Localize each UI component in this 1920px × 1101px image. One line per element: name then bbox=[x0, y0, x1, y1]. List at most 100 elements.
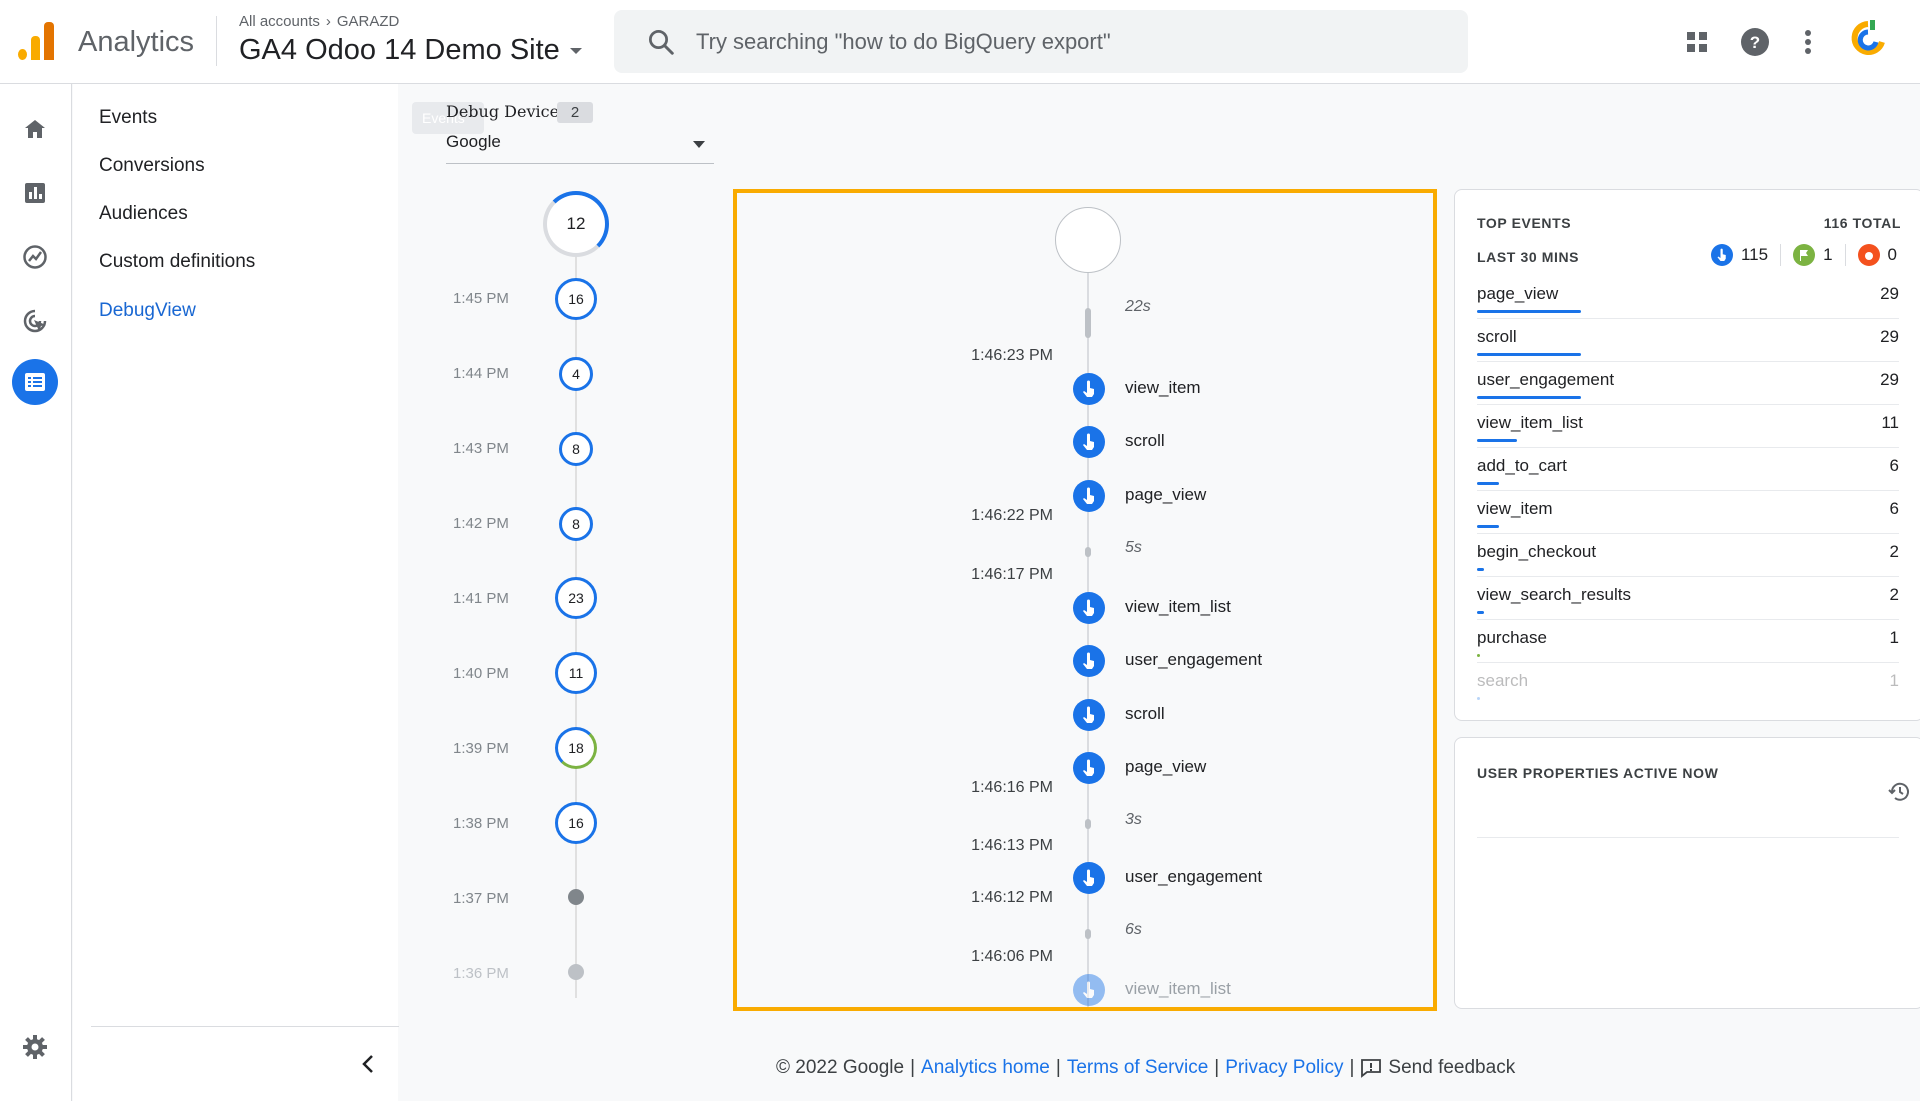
search-bar[interactable] bbox=[614, 10, 1468, 73]
terms-link[interactable]: Terms of Service bbox=[1066, 1057, 1209, 1078]
search-input[interactable] bbox=[696, 28, 1416, 55]
event-name[interactable]: view_item_list bbox=[1125, 979, 1231, 998]
apps-grid-icon[interactable] bbox=[1679, 24, 1715, 60]
top-event-share-bar bbox=[1477, 525, 1499, 528]
event-name[interactable]: view_item_list bbox=[1125, 597, 1231, 616]
minute-time: 1:43 PM bbox=[453, 440, 509, 457]
gap-marker bbox=[1085, 547, 1091, 557]
breadcrumb[interactable]: All accounts › GARAZD bbox=[239, 13, 399, 30]
rail-reports[interactable] bbox=[12, 170, 58, 216]
minute-empty-dot[interactable] bbox=[568, 964, 584, 980]
privacy-link[interactable]: Privacy Policy bbox=[1225, 1057, 1344, 1078]
top-event-count: 6 bbox=[1889, 499, 1899, 518]
subnav-item-conversions[interactable]: Conversions bbox=[99, 155, 205, 176]
top-event-name: scroll bbox=[1477, 327, 1517, 346]
subnav-item-debugview[interactable]: DebugView bbox=[99, 300, 196, 321]
caret-down-icon bbox=[693, 141, 705, 148]
search-icon bbox=[649, 29, 674, 55]
collapse-nav-button[interactable] bbox=[353, 1049, 383, 1079]
event-name[interactable]: user_engagement bbox=[1125, 867, 1263, 886]
top-event-name: page_view bbox=[1477, 284, 1559, 303]
more-vert-icon[interactable] bbox=[1790, 24, 1826, 60]
subnav-divider bbox=[91, 1026, 399, 1027]
gap-duration: 5s bbox=[1125, 539, 1142, 556]
event-timestamp: 1:46:13 PM bbox=[971, 837, 1053, 854]
subnav-item-custom-definitions[interactable]: Custom definitions bbox=[99, 251, 256, 272]
event-icon[interactable] bbox=[1073, 974, 1105, 1006]
debug-device-select[interactable]: Google bbox=[446, 132, 714, 164]
top-event-name: view_item_list bbox=[1477, 413, 1583, 432]
minute-bubble[interactable]: 4 bbox=[559, 357, 593, 391]
error-bug-icon bbox=[1857, 244, 1880, 266]
minute-bubble[interactable]: 16 bbox=[555, 802, 597, 844]
event-name[interactable]: page_view bbox=[1125, 485, 1207, 504]
app-name: Analytics bbox=[78, 26, 195, 58]
property-name: GA4 Odoo 14 Demo Site bbox=[239, 34, 560, 66]
event-name[interactable]: user_engagement bbox=[1125, 650, 1263, 669]
rail-home[interactable] bbox=[12, 106, 58, 152]
event-icon[interactable] bbox=[1073, 645, 1105, 677]
analytics-home-link[interactable]: Analytics home bbox=[921, 1057, 1050, 1078]
event-icon[interactable] bbox=[1073, 480, 1105, 512]
seconds-timeline-line bbox=[1087, 268, 1089, 1007]
rail-admin[interactable] bbox=[12, 1024, 58, 1070]
account-avatar[interactable] bbox=[1848, 20, 1888, 60]
top-event-row[interactable]: scroll 29 bbox=[1477, 319, 1899, 362]
minute-bubble[interactable]: 11 bbox=[555, 652, 597, 694]
rail-explore[interactable] bbox=[12, 234, 58, 280]
current-minute-bubble[interactable]: 12 bbox=[543, 191, 609, 257]
gap-marker bbox=[1085, 819, 1091, 829]
send-feedback-link[interactable]: Send feedback bbox=[1388, 1057, 1516, 1078]
top-event-name: view_item bbox=[1477, 499, 1553, 518]
event-icon[interactable] bbox=[1073, 426, 1105, 458]
event-name[interactable]: scroll bbox=[1125, 431, 1165, 450]
subnav-item-events[interactable]: Events bbox=[99, 107, 158, 128]
event-name[interactable]: scroll bbox=[1125, 704, 1165, 723]
event-icon[interactable] bbox=[1073, 592, 1105, 624]
event-name[interactable]: view_item bbox=[1125, 378, 1201, 397]
minute-bubble[interactable]: 8 bbox=[559, 432, 593, 466]
caret-down-icon bbox=[569, 47, 582, 54]
minute-bubble[interactable]: 23 bbox=[555, 577, 597, 619]
rail-configure[interactable] bbox=[12, 359, 58, 405]
touch-icon bbox=[1083, 599, 1094, 616]
event-timestamp: 1:46:06 PM bbox=[971, 948, 1053, 965]
event-icon[interactable] bbox=[1073, 699, 1105, 731]
debug-device-value: Google bbox=[446, 132, 501, 151]
footer-separator: | bbox=[1349, 1057, 1355, 1078]
rail-advertising[interactable] bbox=[12, 298, 58, 344]
header-divider bbox=[216, 16, 217, 66]
help-icon[interactable]: ? bbox=[1737, 24, 1773, 60]
minute-bubble[interactable]: 8 bbox=[559, 507, 593, 541]
event-icon[interactable] bbox=[1073, 862, 1105, 894]
gear-icon bbox=[23, 1035, 47, 1059]
event-name[interactable]: page_view bbox=[1125, 757, 1207, 776]
feedback-icon[interactable] bbox=[1360, 1058, 1382, 1078]
subnav-item-audiences[interactable]: Audiences bbox=[99, 203, 188, 224]
gap-duration: 3s bbox=[1125, 811, 1142, 828]
event-icon[interactable] bbox=[1073, 752, 1105, 784]
top-event-count: 29 bbox=[1880, 327, 1899, 346]
event-icon[interactable] bbox=[1073, 373, 1105, 405]
event-timestamp: 1:46:16 PM bbox=[971, 779, 1053, 796]
top-events-period: LAST 30 MINS bbox=[1477, 249, 1580, 265]
minute-bubble[interactable]: 16 bbox=[555, 278, 597, 320]
breadcrumb-account[interactable]: GARAZD bbox=[336, 13, 400, 30]
top-event-row[interactable]: view_item 6 bbox=[1477, 491, 1899, 534]
property-selector[interactable]: GA4 Odoo 14 Demo Site bbox=[239, 34, 584, 67]
minute-bubble[interactable]: 18 bbox=[555, 727, 597, 769]
home-icon bbox=[25, 120, 45, 138]
minute-empty-dot[interactable] bbox=[568, 889, 584, 905]
breadcrumb-root[interactable]: All accounts bbox=[239, 13, 320, 30]
history-icon[interactable] bbox=[1885, 777, 1915, 807]
top-event-share-bar bbox=[1477, 396, 1581, 399]
analytics-logo[interactable] bbox=[18, 20, 54, 60]
